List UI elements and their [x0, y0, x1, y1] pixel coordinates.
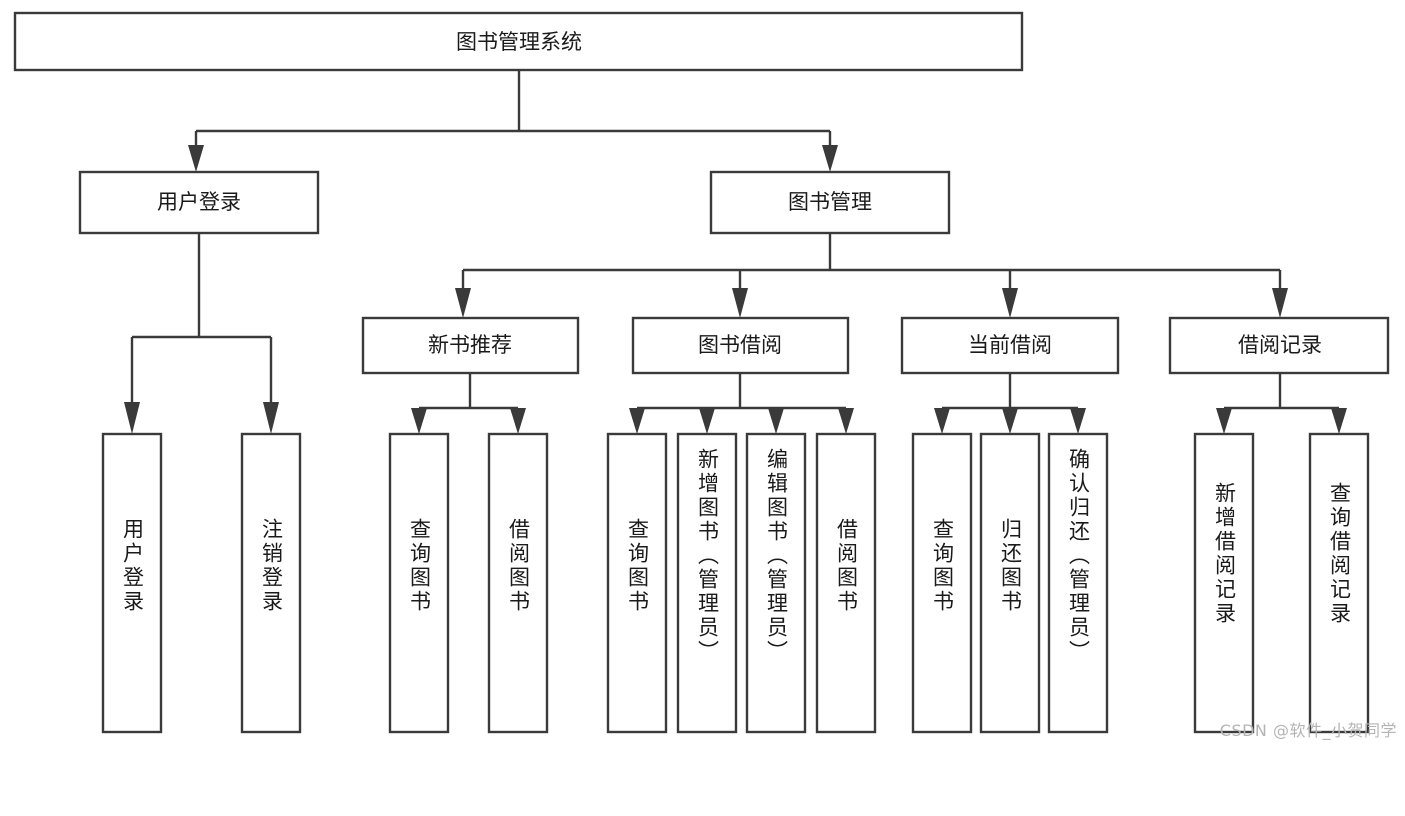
watermark: CSDN @软件_小贺同学: [1219, 721, 1397, 740]
connector-newbook-to-leaves: [411, 373, 526, 434]
leaf-box-borrow-record-1[interactable]: [1308, 432, 1370, 734]
node-user-login[interactable]: [78, 170, 320, 235]
node-current-borrow[interactable]: [900, 316, 1120, 375]
node-borrow-record-label: 借阅记录: [1238, 333, 1322, 357]
node-book-management-label: 图书管理: [788, 190, 872, 214]
node-user-login-label: 用户登录: [157, 190, 241, 214]
node-new-book-recommend-label: 新书推荐: [428, 333, 512, 357]
node-book-borrow-label: 图书借阅: [698, 333, 782, 357]
leaf-box-current-borrow-2[interactable]: [1047, 432, 1109, 734]
node-borrow-record[interactable]: [1168, 316, 1390, 375]
node-root[interactable]: [13, 11, 1024, 72]
connector-currentborrow-to-leaves: [934, 373, 1086, 434]
node-new-book-recommend[interactable]: [361, 316, 580, 375]
node-book-borrow[interactable]: [631, 316, 850, 375]
leaf-box-book-borrow-3[interactable]: [815, 432, 877, 734]
node-book-management[interactable]: [709, 170, 951, 235]
connector-bookmgmt-to-level2: [455, 233, 1288, 318]
connector-root-to-level1: [188, 70, 838, 172]
leaf-box-user-login-0[interactable]: [101, 432, 163, 734]
leaf-box-user-login-1[interactable]: [240, 432, 302, 734]
leaf-box-current-borrow-1[interactable]: [979, 432, 1041, 734]
leaf-box-new-book-0[interactable]: [388, 432, 450, 734]
leaf-box-book-borrow-1[interactable]: [676, 432, 738, 734]
leaf-box-book-borrow-0[interactable]: [606, 432, 668, 734]
tree-diagram-svg: 图书管理系统 用户登录 图书管理 新书推荐 图书借阅 当前借阅 借阅记录: [13, 11, 1390, 734]
connector-borrowrecord-to-leaves: [1216, 373, 1347, 434]
connector-userlogin-to-leaves: [124, 233, 279, 434]
connector-bookborrow-to-leaves: [629, 373, 854, 434]
leaf-box-current-borrow-0[interactable]: [911, 432, 973, 734]
node-root-label: 图书管理系统: [456, 30, 582, 54]
node-current-borrow-label: 当前借阅: [968, 333, 1052, 357]
leaf-box-new-book-1[interactable]: [487, 432, 549, 734]
leaf-box-book-borrow-2[interactable]: [745, 432, 807, 734]
diagram-canvas: 图书管理系统 用户登录 图书管理 新书推荐 图书借阅 当前借阅 借阅记录 用户登…: [13, 11, 1397, 740]
leaf-box-borrow-record-0[interactable]: [1193, 432, 1255, 734]
